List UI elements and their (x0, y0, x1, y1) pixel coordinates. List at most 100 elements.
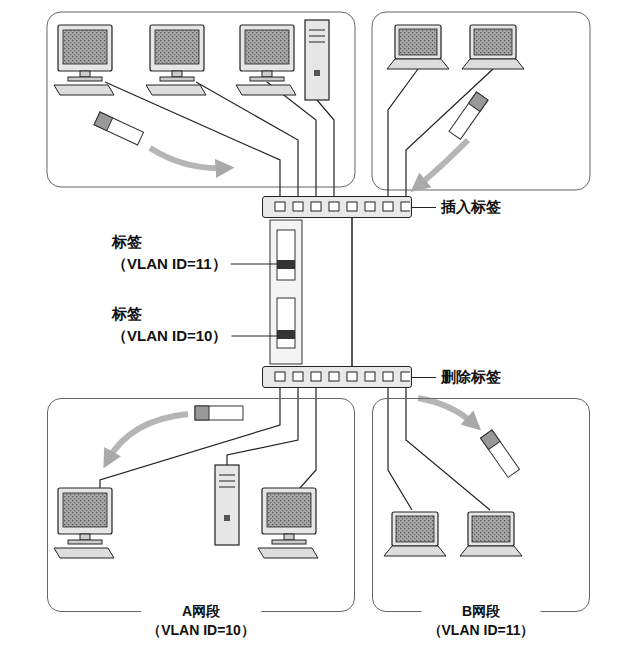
stand-base (250, 77, 284, 81)
button (314, 70, 320, 76)
trunk-link (351, 218, 353, 366)
laptop-base (387, 59, 449, 69)
desktop-pc (54, 488, 114, 558)
frame-body (195, 406, 243, 420)
flow-arrow (150, 148, 225, 168)
port (293, 202, 303, 211)
keyboard (54, 548, 114, 558)
lid (392, 512, 438, 546)
frame-packet (94, 112, 143, 145)
stand-base (272, 540, 306, 544)
port (311, 372, 321, 381)
drive-slot (219, 475, 235, 476)
cable (317, 100, 334, 196)
segment-caption: A网段（VLAN ID=10） (141, 602, 261, 640)
cable (196, 82, 298, 196)
port (401, 372, 410, 381)
tag-label: 标签 (112, 232, 142, 252)
tag-label: （VLAN ID=10） (112, 326, 227, 346)
tag-mark (277, 260, 295, 269)
drive-slot (309, 42, 325, 43)
tower-case (305, 20, 329, 100)
network-segment: A网段（VLAN ID=10） (47, 398, 355, 612)
tag-label: （VLAN ID=11） (112, 254, 227, 274)
port (365, 372, 375, 381)
stand-base (68, 540, 102, 544)
screen (63, 30, 107, 64)
laptop-base (460, 546, 522, 556)
desktop-pc (54, 25, 114, 95)
desktop-pc (236, 25, 296, 95)
keyboard (54, 85, 114, 95)
drive-slot (309, 36, 325, 37)
segment-text: B网段 (428, 602, 535, 621)
keyboard (236, 85, 296, 95)
frame-header (94, 112, 113, 131)
desktop-pc (146, 25, 206, 95)
frame-box (277, 298, 295, 348)
screen (474, 29, 512, 55)
leader-line (412, 377, 436, 378)
leader-line (412, 207, 436, 208)
switch-ports (263, 367, 410, 386)
port (347, 202, 357, 211)
monitor (262, 488, 316, 534)
monitor (58, 488, 112, 534)
frame-body (481, 430, 520, 477)
cable (388, 388, 412, 510)
cable (406, 388, 490, 510)
switch-caption: 插入标签 (441, 197, 501, 217)
port (275, 372, 285, 381)
switch-hub: 删除标签 (262, 366, 412, 388)
stand (284, 534, 294, 540)
switch-label: 删除标签 (439, 367, 503, 387)
tower-case (215, 465, 239, 545)
segment-text: A网段 (147, 602, 255, 621)
keyboard (258, 548, 318, 558)
leader-line (231, 264, 277, 265)
cable (227, 388, 298, 465)
frame-box (277, 230, 295, 280)
port (293, 372, 303, 381)
port (275, 202, 285, 211)
port (311, 202, 321, 211)
lid (468, 512, 514, 546)
frame-header (195, 406, 209, 420)
stand-base (160, 77, 194, 81)
lid (395, 25, 441, 59)
port (383, 372, 393, 381)
monitor (150, 25, 204, 71)
desktop-pc (258, 488, 318, 558)
laptop (462, 25, 524, 69)
screen (245, 30, 289, 64)
drive-slot (309, 30, 325, 31)
segment-text: （VLAN ID=10） (147, 621, 255, 640)
trunk-column (270, 220, 302, 364)
top-left-panel (47, 12, 355, 187)
cable (388, 69, 418, 196)
leader-line (231, 336, 277, 337)
top-right-panel (372, 12, 590, 190)
port (347, 372, 357, 381)
cable (300, 388, 316, 488)
switch-caption: 删除标签 (441, 367, 501, 387)
laptop-base (384, 546, 446, 556)
case (305, 20, 329, 100)
laptop (387, 25, 449, 69)
stand-base (68, 77, 102, 81)
laptop-base (462, 59, 524, 69)
frame-body (449, 92, 488, 139)
case (215, 465, 239, 545)
cable (100, 388, 280, 488)
tag-mark (277, 330, 295, 339)
switch-ports (263, 197, 410, 216)
port (401, 202, 410, 211)
flow-arrow (418, 140, 468, 186)
stand (262, 71, 272, 77)
screen (396, 516, 434, 542)
switch-hub: 插入标签 (262, 196, 412, 218)
port (329, 372, 339, 381)
